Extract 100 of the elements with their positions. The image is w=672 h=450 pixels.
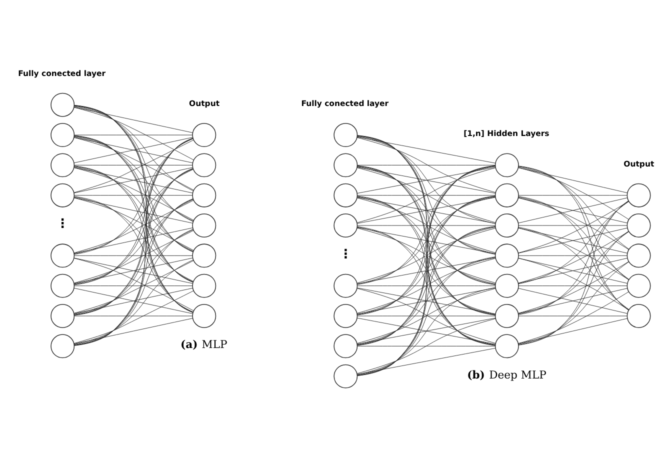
connector	[357, 165, 496, 315]
node-circle	[192, 152, 216, 177]
connector	[74, 164, 193, 165]
connector	[74, 166, 194, 220]
connector	[74, 227, 193, 254]
connector	[356, 286, 496, 374]
connector	[356, 196, 496, 224]
node-circle	[50, 304, 75, 328]
node-circle	[334, 364, 358, 388]
node-circle	[626, 304, 651, 328]
node-circle	[494, 152, 519, 177]
node-circle	[626, 213, 651, 237]
label: (a) MLP	[180, 338, 228, 351]
node-circle	[50, 243, 75, 268]
node-circle	[334, 334, 358, 358]
label: Fully conected layer	[18, 68, 106, 78]
node-circle	[50, 122, 75, 146]
node-circle	[192, 122, 216, 146]
connector	[356, 347, 496, 374]
node-circle	[50, 273, 75, 298]
connector	[74, 315, 193, 316]
connector	[356, 258, 496, 313]
connector	[518, 254, 628, 256]
node-circle	[494, 273, 519, 298]
connector	[357, 135, 496, 254]
connector	[74, 230, 194, 283]
connector	[518, 261, 630, 344]
connector	[518, 290, 629, 344]
connector	[357, 315, 496, 316]
label: Output	[189, 98, 220, 108]
connector	[357, 256, 496, 375]
connector	[74, 228, 194, 345]
connector	[74, 194, 193, 196]
connector	[518, 318, 628, 344]
node-circle	[334, 304, 358, 328]
connector	[356, 226, 496, 254]
connector	[518, 288, 628, 314]
connector	[74, 104, 194, 252]
connector	[356, 166, 496, 194]
connector	[74, 287, 193, 314]
connector	[356, 166, 496, 254]
node-circle	[50, 92, 75, 116]
connector	[74, 136, 193, 163]
connector	[357, 195, 496, 345]
connector	[74, 105, 194, 222]
connector	[518, 166, 628, 193]
connector	[356, 256, 496, 284]
connector	[518, 257, 628, 284]
connector	[356, 136, 496, 224]
connector	[356, 167, 496, 222]
connector	[74, 196, 193, 223]
node-circle	[334, 122, 358, 146]
connector	[518, 166, 630, 220]
connector	[74, 136, 194, 221]
connector	[74, 134, 193, 135]
node-circle	[494, 182, 519, 207]
label: Fully conected layer	[301, 98, 389, 108]
label: Output	[624, 158, 654, 168]
node-circle	[334, 182, 358, 207]
node-circle	[50, 152, 75, 177]
connector	[357, 196, 496, 314]
connector	[518, 194, 628, 196]
connector	[357, 345, 496, 346]
connector	[357, 226, 496, 345]
connector	[74, 285, 193, 286]
connector	[518, 285, 628, 286]
connector	[356, 136, 496, 163]
connector	[74, 106, 194, 191]
connector	[356, 317, 496, 344]
connector	[74, 198, 194, 345]
connector	[356, 136, 496, 192]
label: ⋮	[56, 216, 69, 230]
connector	[356, 256, 496, 344]
connector	[356, 318, 496, 374]
connector	[518, 200, 629, 345]
node-circle	[192, 273, 216, 298]
connector	[518, 224, 628, 226]
node-circle	[192, 304, 216, 328]
connector	[357, 164, 496, 165]
connector	[74, 290, 194, 344]
connector	[74, 257, 193, 284]
connector	[74, 228, 194, 314]
connector	[357, 226, 496, 376]
connector	[518, 166, 629, 280]
label: [1,n] Hidden Layers	[464, 128, 550, 138]
node-circle	[50, 334, 75, 358]
connector	[357, 285, 496, 286]
connector	[518, 227, 628, 253]
label: (b) Deep MLP	[467, 368, 546, 381]
connector	[74, 254, 193, 256]
node-circle	[50, 182, 75, 207]
node-circle	[334, 152, 358, 177]
node-circle	[494, 334, 519, 358]
connector	[518, 165, 629, 310]
node-circle	[626, 243, 651, 268]
connector	[357, 166, 496, 284]
connector	[74, 106, 193, 132]
node-circle	[192, 213, 216, 237]
node-circle	[494, 304, 519, 328]
connector	[74, 318, 193, 344]
